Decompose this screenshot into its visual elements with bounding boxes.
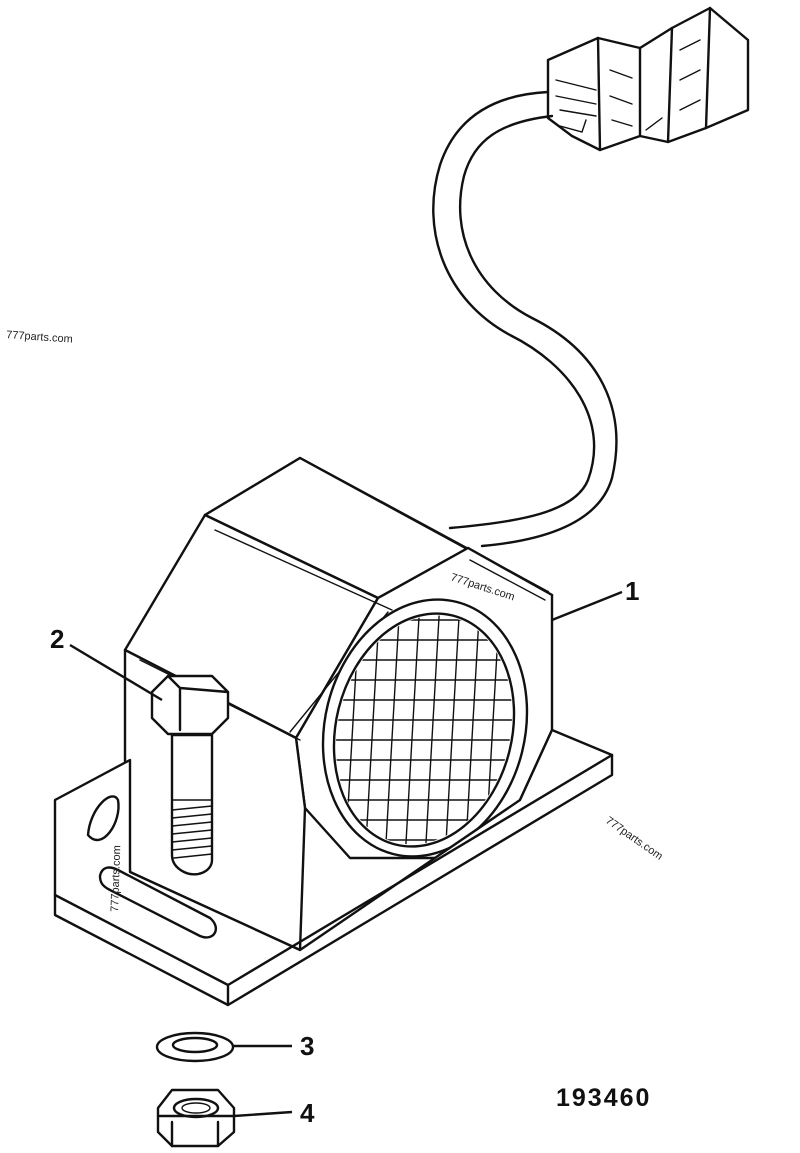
figure-number: 193460 xyxy=(556,1084,651,1112)
watermark-bracket: 777parts.com xyxy=(109,845,123,912)
speaker-grille xyxy=(319,598,536,861)
callout-2-leader xyxy=(69,643,163,702)
callout-4: 4 xyxy=(300,1098,315,1128)
watermark-right: 777parts.com xyxy=(603,815,664,863)
wiring-connector xyxy=(546,6,750,152)
callout-1-leader xyxy=(551,590,623,622)
callout-1: 1 xyxy=(625,576,639,606)
washer xyxy=(155,1031,235,1063)
callout-3: 3 xyxy=(300,1031,314,1061)
watermark-left: 777parts.com xyxy=(6,329,73,346)
nut xyxy=(156,1088,236,1148)
harness-cable xyxy=(432,90,618,548)
callout-2: 2 xyxy=(50,624,64,654)
mounting-plate xyxy=(53,728,614,1007)
bolt xyxy=(150,674,230,876)
callout-4-leader xyxy=(233,1110,293,1118)
